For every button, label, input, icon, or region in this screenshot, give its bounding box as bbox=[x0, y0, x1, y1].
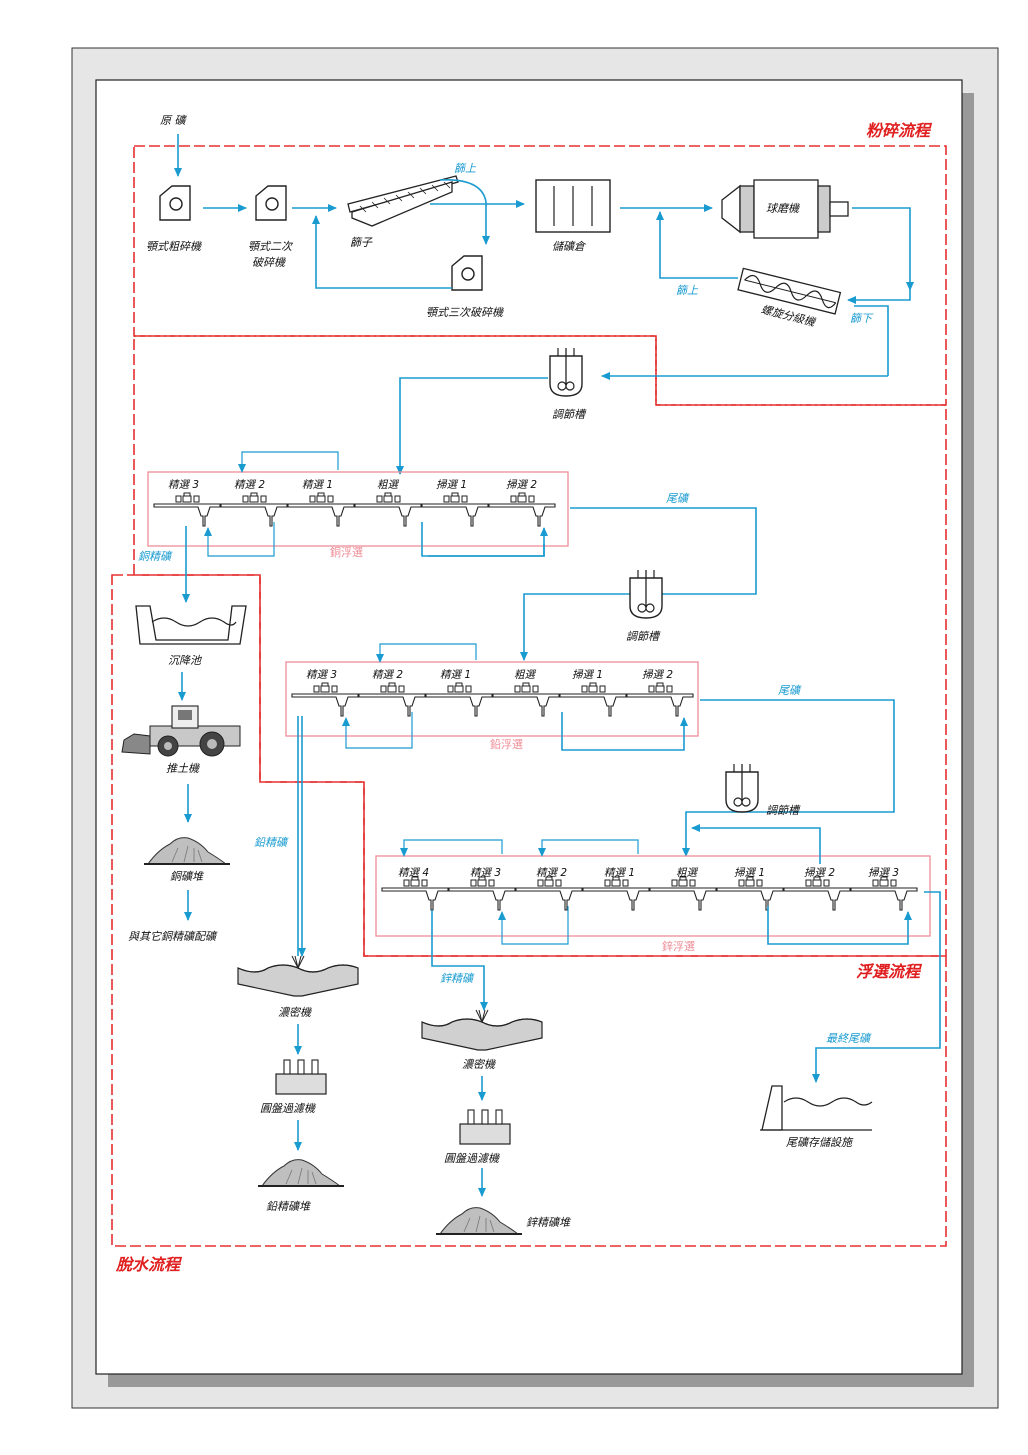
screen-label: 篩子 bbox=[350, 236, 373, 249]
flow-arrow bbox=[847, 290, 911, 304]
lead-cell-label: 粗選 bbox=[514, 669, 536, 681]
secondary-crusher-label-2: 破碎機 bbox=[252, 256, 286, 269]
lead-flotation-bank bbox=[285, 661, 699, 737]
zinc-cell-label: 精選 1 bbox=[604, 867, 635, 879]
copper-tailings-label: 尾礦 bbox=[666, 492, 690, 505]
copper-concentrate-label: 銅精礦 bbox=[138, 550, 173, 563]
lead-cell-label: 掃選 1 bbox=[572, 669, 603, 681]
zinc-conditioner-label: 調節槽 bbox=[766, 804, 801, 817]
zinc-flotation-bank-label: 鋅浮選 bbox=[662, 939, 695, 953]
ball-mill-label: 球磨機 bbox=[766, 202, 800, 215]
lead-stockpile-label: 鉛精礦堆 bbox=[266, 1200, 312, 1213]
copper-cell-label: 精選 2 bbox=[234, 479, 265, 491]
lead-thickener-label: 濃密機 bbox=[278, 1006, 312, 1019]
tailings-dam-icon bbox=[760, 1085, 873, 1131]
zinc-cell-label: 精選 2 bbox=[536, 867, 567, 879]
ore-bin-icon bbox=[535, 179, 611, 233]
copper-cell-label: 掃選 1 bbox=[436, 479, 467, 491]
flow-arrow bbox=[238, 451, 339, 473]
lead-concentrate-label: 鉛精礦 bbox=[254, 836, 289, 849]
copper-cell-label: 精選 1 bbox=[302, 479, 333, 491]
spiral-classifier-icon bbox=[737, 267, 842, 315]
copper-flotation-bank bbox=[147, 471, 569, 547]
lead-tailings-label: 尾礦 bbox=[778, 684, 802, 697]
flow-arrow bbox=[498, 906, 569, 945]
copper-conditioner-label: 調節槽 bbox=[552, 408, 587, 421]
tertiary-crusher-label: 顎式三次破碎機 bbox=[426, 306, 504, 319]
bulldozer-icon bbox=[121, 705, 241, 757]
flow-arrow bbox=[852, 207, 914, 291]
flow-arrow bbox=[691, 824, 821, 864]
zinc-cell-label: 掃選 2 bbox=[804, 867, 835, 879]
flow-arrow bbox=[812, 891, 941, 1083]
lead-disc-filter-label: 圓盤過濾機 bbox=[260, 1102, 316, 1115]
raw-ore-label: 原 礦 bbox=[160, 114, 187, 127]
zinc-cell-label: 精選 4 bbox=[398, 867, 429, 879]
copper-flotation-bank-label: 銅浮選 bbox=[330, 545, 363, 559]
flow-arrow bbox=[538, 839, 639, 857]
screen-oversize-label: 篩上 bbox=[454, 162, 477, 175]
flow-arrow bbox=[439, 179, 490, 245]
copper-cell-label: 粗選 bbox=[377, 479, 399, 491]
lead-conditioner-label: 調節槽 bbox=[626, 630, 661, 643]
zinc-stockpile-label: 鋅精礦堆 bbox=[526, 1216, 572, 1229]
flow-arrow bbox=[312, 215, 452, 289]
ball-mill-icon bbox=[721, 179, 849, 239]
zinc-thickener-label: 濃密機 bbox=[462, 1058, 496, 1071]
zinc-disc-filter-icon bbox=[459, 1109, 511, 1145]
copper-cell-label: 掃選 2 bbox=[506, 479, 537, 491]
settling-pond-label: 沉降池 bbox=[168, 654, 202, 667]
zinc-flotation-bank bbox=[375, 855, 931, 937]
flow-arrow bbox=[767, 906, 912, 945]
lead-cell-label: 精選 2 bbox=[372, 669, 403, 681]
secondary-crusher-label-1: 顎式二次 bbox=[248, 240, 294, 253]
flow-arrow bbox=[400, 839, 503, 857]
zinc-cell-label: 粗選 bbox=[676, 867, 698, 879]
flow-arrow bbox=[561, 712, 688, 751]
lead-cell-label: 掃選 2 bbox=[642, 669, 673, 681]
flow-arrow bbox=[656, 211, 738, 279]
settling-pond-icon bbox=[135, 605, 247, 645]
flow-arrow bbox=[204, 522, 275, 557]
zinc-cell-label: 精選 3 bbox=[470, 867, 501, 879]
copper-stockpile-label: 銅礦堆 bbox=[170, 870, 205, 883]
classifier-undersize-label: 篩下 bbox=[850, 312, 874, 325]
screen-icon bbox=[347, 175, 459, 227]
lead-cell-label: 精選 1 bbox=[440, 669, 471, 681]
copper-cell-label: 精選 3 bbox=[168, 479, 199, 491]
lead-disc-filter-icon bbox=[275, 1059, 327, 1095]
flow-arrow bbox=[682, 699, 895, 857]
ore-bin-label: 儲礦倉 bbox=[552, 240, 587, 253]
lead-cell-label: 精選 3 bbox=[306, 669, 337, 681]
flow-arrow bbox=[520, 507, 757, 661]
tailings-storage-label: 尾礦存儲設施 bbox=[786, 1136, 854, 1149]
copper-destination-label: 與其它銅精礦配礦 bbox=[128, 930, 218, 943]
flow-arrow bbox=[431, 910, 488, 1011]
primary-crusher-label: 顎式粗碎機 bbox=[146, 240, 202, 253]
flow-arrow bbox=[342, 712, 413, 749]
lead-flotation-bank-label: 鉛浮選 bbox=[490, 737, 523, 751]
final-tailings-label: 最終尾礦 bbox=[826, 1032, 872, 1045]
zinc-cell-label: 掃選 3 bbox=[868, 867, 899, 879]
dewatering-zone-border bbox=[111, 574, 947, 1247]
dewatering-zone-label: 脫水流程 bbox=[115, 1255, 183, 1274]
classifier-oversize-label: 篩上 bbox=[676, 284, 699, 297]
flow-arrow bbox=[854, 305, 889, 376]
flotation-zone-label: 浮選流程 bbox=[856, 962, 923, 981]
crushing-zone-label: 粉碎流程 bbox=[866, 121, 933, 140]
bulldozer-label: 推土機 bbox=[166, 762, 200, 775]
zinc-disc-filter-label: 圓盤過濾機 bbox=[444, 1152, 500, 1165]
zinc-cell-label: 掃選 1 bbox=[734, 867, 765, 879]
flow-arrow bbox=[376, 643, 477, 663]
flow-arrow bbox=[396, 377, 548, 475]
flow-arrow bbox=[428, 544, 545, 557]
zinc-concentrate-label: 鋅精礦 bbox=[440, 972, 475, 985]
